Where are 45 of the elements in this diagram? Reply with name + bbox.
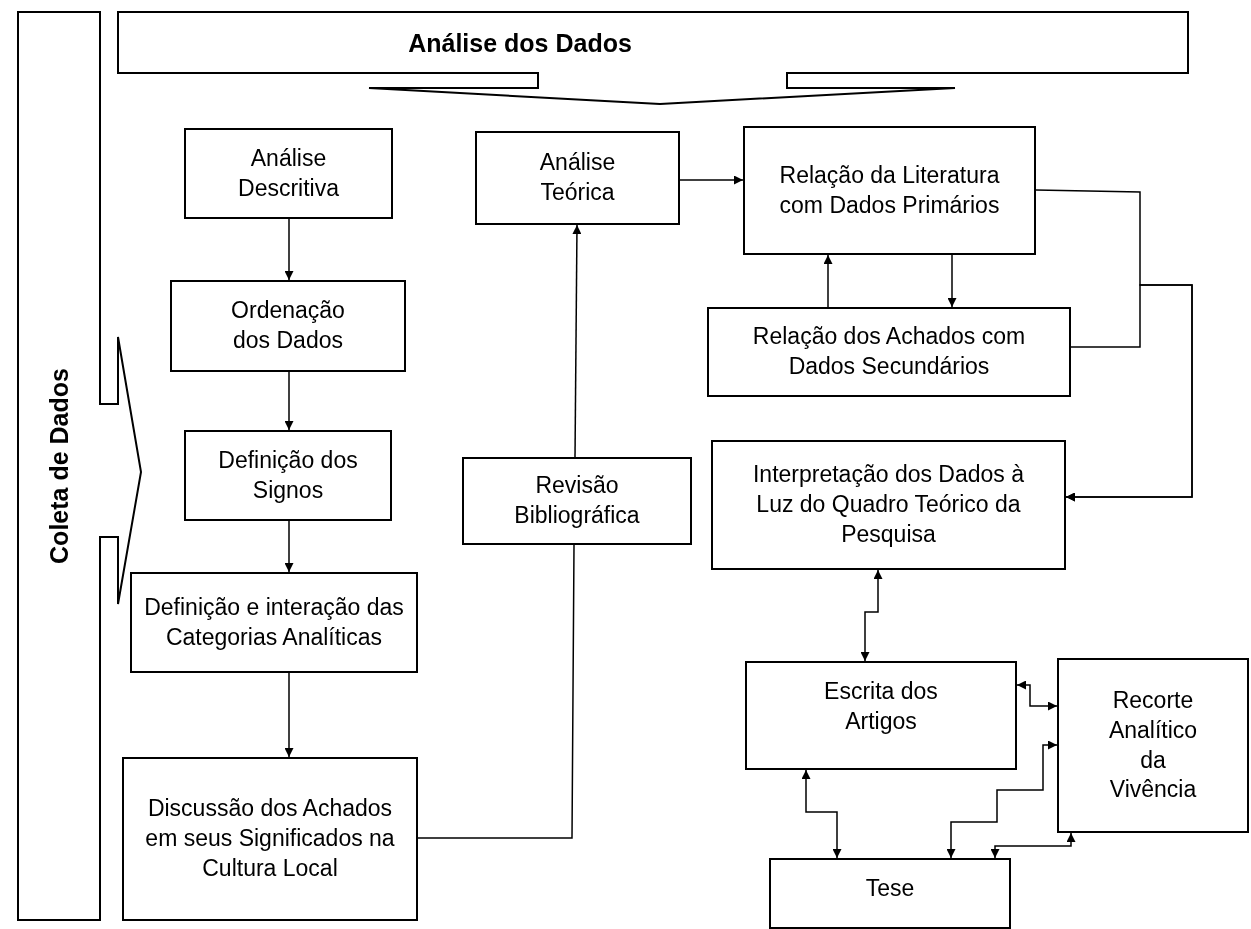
process-box [743,126,1036,255]
node-label: Análise Teórica [538,148,617,207]
node-label: Relação da Literatura com Dados Primários [778,160,1001,220]
node-label: Análise Descritiva [237,143,340,203]
process-box [711,440,1066,570]
arrow [946,740,1058,859]
node-label: Definição e interação das Categorias Analíticas [143,592,405,652]
connector-line [417,544,575,839]
process-box [1057,658,1249,833]
arrow [823,254,833,308]
process-box [130,572,418,673]
process-box [170,280,406,372]
arrow [1016,680,1058,711]
arrow [990,832,1076,859]
node-label: Revisão Bibliográfica [513,471,641,530]
arrow [284,672,294,758]
arrow [284,371,294,431]
process-box [184,128,393,219]
arrow [284,520,294,573]
header-band [118,12,1189,105]
arrow [572,224,582,458]
node-label: Discussão dos Achados em seus Significados na Cultura Local [144,794,396,883]
process-box [707,307,1071,397]
node-label: Análise dos Dados [408,27,632,59]
node-label: Coleta de Dados [43,368,74,564]
arrow [284,218,294,281]
process-box [475,131,680,225]
process-box [769,858,1011,929]
side-band [18,12,142,921]
node-label: Ordenação dos Dados [230,296,346,355]
process-box [184,430,392,521]
arrow [1065,284,1193,502]
process-box [462,457,692,545]
node-label: Tese [865,874,915,903]
node-label: Interpretação dos Dados à Luz do Quadro Teórico da Pesquisa [751,460,1026,549]
node-label: Relação dos Achados com Dados Secundários [751,322,1027,381]
process-box [122,757,418,921]
node-label: Recorte Analítico da Vivência [1107,685,1199,805]
node-label: Escrita dos Artigos [823,677,939,736]
arrow [679,175,744,185]
arrow [860,569,883,662]
arrow [801,769,842,859]
process-box [745,661,1017,770]
arrow [947,254,957,308]
node-label: Definição dos Signos [218,445,358,505]
